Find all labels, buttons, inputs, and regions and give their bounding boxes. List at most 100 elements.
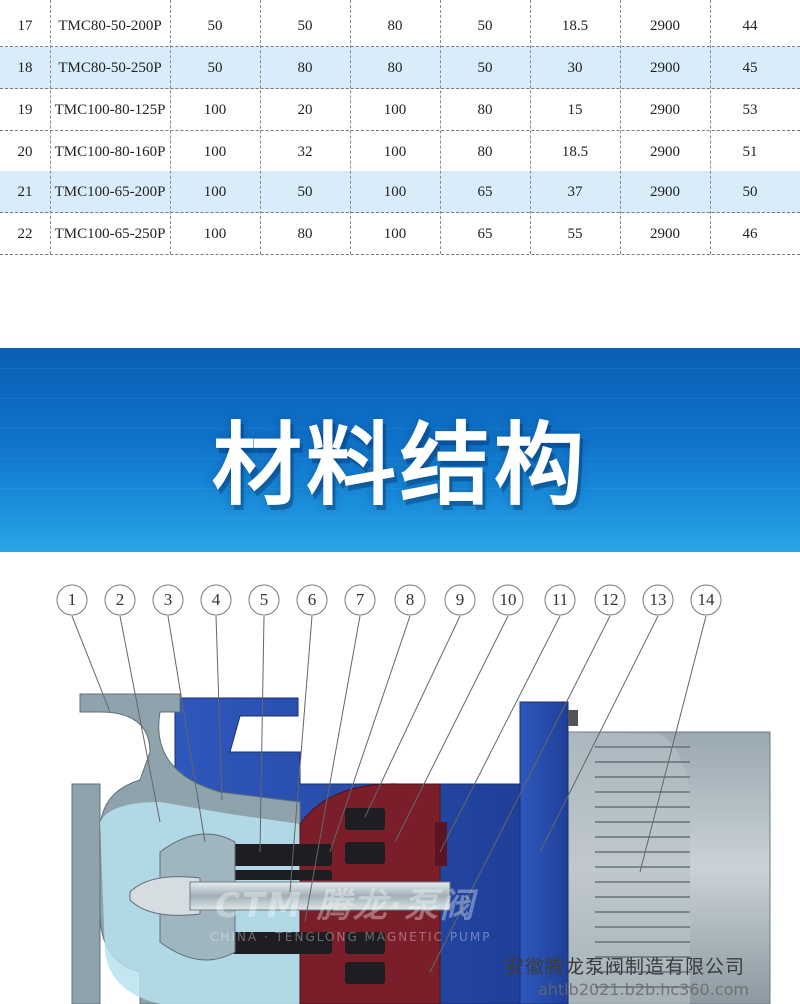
model-cell: TMC80-50-200P [58, 18, 162, 34]
value-cell: 50 [477, 60, 493, 76]
column-divider [170, 0, 171, 254]
callout-label: 12 [601, 590, 619, 609]
column-divider [620, 0, 621, 254]
value-cell: 100 [383, 102, 407, 118]
value-cell: 46 [742, 226, 758, 242]
value-cell: 20 [297, 102, 313, 118]
leader-lines [71, 615, 707, 973]
pump-structure-diagram: 1 2 3 4 5 6 7 8 9 10 11 12 13 14 CTM 腾龙·… [0, 552, 800, 1004]
value-cell: 50 [297, 184, 313, 200]
value-cell: 50 [207, 18, 223, 34]
table-row: 17 TMC80-50-200P 50 50 80 50 18.5 2900 4… [0, 5, 800, 47]
value-cell: 50 [742, 184, 758, 200]
value-cell: 80 [477, 102, 493, 118]
value-cell: 2900 [650, 18, 680, 34]
callout-label: 10 [499, 590, 517, 609]
row-number: 18 [17, 60, 33, 76]
callout-label: 2 [115, 590, 125, 609]
value-cell: 80 [387, 60, 403, 76]
brand-subtext-watermark: CHINA · TENGLONG MAGNETIC PUMP [210, 930, 492, 944]
callout-label: 3 [163, 590, 173, 609]
value-cell: 51 [742, 144, 758, 160]
impeller-nut [129, 876, 201, 916]
value-cell: 37 [567, 184, 583, 200]
model-cell: TMC80-50-250P [58, 60, 162, 76]
pump-cross-section [56, 584, 771, 1004]
callout-label: 6 [307, 590, 317, 609]
callout-label: 1 [67, 590, 77, 609]
row-number: 21 [17, 184, 33, 200]
value-cell: 65 [477, 226, 493, 242]
callout-label: 9 [455, 590, 465, 609]
value-cell: 2900 [650, 60, 680, 76]
inlet-flange [71, 783, 101, 1004]
magnet-assembly [232, 808, 385, 984]
callout-circles [56, 584, 722, 616]
value-cell: 2900 [650, 184, 680, 200]
value-cell: 80 [297, 226, 313, 242]
value-cell: 80 [387, 18, 403, 34]
value-cell: 2900 [650, 226, 680, 242]
value-cell: 100 [383, 184, 407, 200]
spec-table: 17 TMC80-50-200P 50 50 80 50 18.5 2900 4… [0, 0, 800, 255]
value-cell: 80 [297, 60, 313, 76]
value-cell: 55 [567, 226, 583, 242]
motor-flange [519, 701, 569, 1004]
table-row: 21 TMC100-65-200P 100 50 100 65 37 2900 … [0, 171, 800, 213]
value-cell: 100 [383, 144, 407, 160]
row-number: 19 [17, 102, 33, 118]
value-cell: 2900 [650, 102, 680, 118]
value-cell: 44 [742, 18, 758, 34]
callout-label: 5 [259, 590, 269, 609]
callout-label: 11 [551, 590, 569, 609]
value-cell: 50 [207, 60, 223, 76]
model-cell: TMC100-65-250P [54, 226, 166, 242]
motor [559, 731, 771, 1004]
value-cell: 50 [297, 18, 313, 34]
value-cell: 100 [203, 184, 227, 200]
callout-label: 7 [355, 590, 365, 609]
model-cell: TMC100-80-160P [54, 144, 166, 160]
callout-label: 8 [405, 590, 415, 609]
callout-label: 4 [211, 590, 221, 609]
table-row: 19 TMC100-80-125P 100 20 100 80 15 2900 … [0, 89, 800, 131]
value-cell: 53 [742, 102, 758, 118]
value-cell: 100 [203, 102, 227, 118]
column-divider [50, 0, 51, 254]
value-cell: 65 [477, 184, 493, 200]
row-number: 22 [17, 226, 33, 242]
column-divider [710, 0, 711, 254]
column-divider [440, 0, 441, 254]
section-title: 材料结构 [212, 413, 588, 518]
value-cell: 100 [203, 226, 227, 242]
model-cell: TMC100-80-125P [54, 102, 166, 118]
section-banner: 材料结构 [0, 348, 800, 552]
company-watermark: 安徽腾龙泵阀制造有限公司 [505, 956, 746, 978]
row-number: 17 [17, 18, 33, 34]
column-divider [530, 0, 531, 254]
shaft [189, 881, 451, 911]
value-cell: 18.5 [561, 144, 589, 160]
brand-logo-watermark: CTM 腾龙·泵阀 [215, 886, 476, 926]
value-cell: 80 [477, 144, 493, 160]
value-cell: 18.5 [561, 18, 589, 34]
table-row: 18 TMC80-50-250P 50 80 80 50 30 2900 45 [0, 47, 800, 89]
table-row: 20 TMC100-80-160P 100 32 100 80 18.5 290… [0, 131, 800, 173]
callout-label: 14 [697, 590, 715, 609]
table-row: 22 TMC100-65-250P 100 80 100 65 55 2900 … [0, 213, 800, 255]
sleeve-plate [435, 822, 447, 866]
url-watermark: ahtlb2021.b2b.hc360.com [538, 980, 749, 999]
value-cell: 30 [567, 60, 583, 76]
value-cell: 32 [297, 144, 313, 160]
row-number: 20 [17, 144, 33, 160]
column-divider [260, 0, 261, 254]
value-cell: 100 [203, 144, 227, 160]
value-cell: 100 [383, 226, 407, 242]
value-cell: 2900 [650, 144, 680, 160]
value-cell: 50 [477, 18, 493, 34]
model-cell: TMC100-65-200P [54, 184, 166, 200]
column-divider [350, 0, 351, 254]
callout-label: 13 [649, 590, 667, 609]
value-cell: 15 [567, 102, 583, 118]
value-cell: 45 [742, 60, 758, 76]
